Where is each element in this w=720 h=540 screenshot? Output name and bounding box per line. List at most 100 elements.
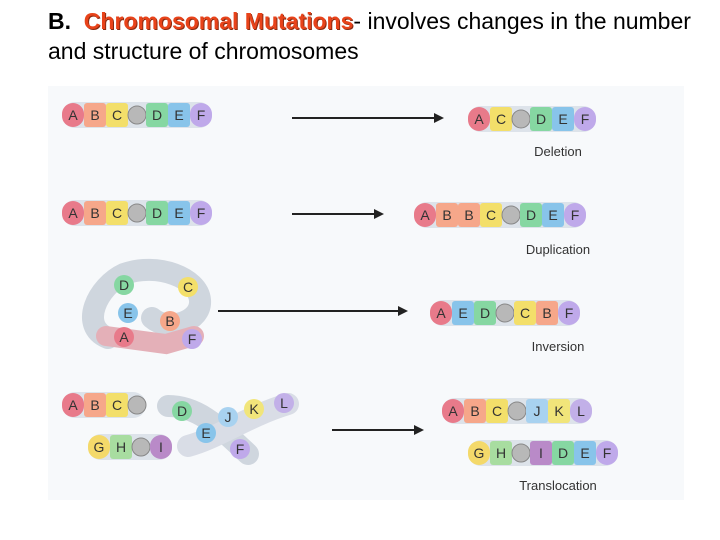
deletion-after-gene-e xyxy=(552,107,574,131)
translocation-caption: Translocation xyxy=(519,478,597,493)
translocation-after-bottom-gene-label: I xyxy=(539,445,543,461)
translocation-cross-label: J xyxy=(225,409,232,425)
translocation-before-top-gene-label: C xyxy=(112,397,122,413)
inversion-loop xyxy=(82,258,211,349)
inversion-after-gene-label: A xyxy=(436,305,446,321)
deletion-after-gene-label: E xyxy=(558,111,567,127)
translocation-after-top-gene-label: L xyxy=(577,403,585,419)
translocation-cross-gene-j xyxy=(218,407,238,427)
translocation-after-top-gene-l xyxy=(570,399,592,423)
translocation-after-top-gene-a xyxy=(442,399,464,423)
duplication-before-gene-b xyxy=(84,201,106,225)
deletion-arrow-head xyxy=(434,113,444,123)
translocation-after-top-gene-label: J xyxy=(534,403,541,419)
inversion-loop-label: C xyxy=(183,279,193,295)
duplication-before-gene-c xyxy=(106,201,128,225)
inversion-loop-gene-a xyxy=(114,327,134,347)
inversion-loop-gene-c xyxy=(178,277,198,297)
deletion-after-gene-c xyxy=(490,107,512,131)
inversion-loop-gene-b xyxy=(160,311,180,331)
deletion-after-gene-label: F xyxy=(581,111,590,127)
translocation-before-bottom-centromere xyxy=(131,437,151,457)
translocation-cross-label: D xyxy=(177,403,187,419)
duplication-before-centromere xyxy=(127,203,147,223)
duplication-after-gene-f xyxy=(564,203,586,227)
translocation-before-top-gene-label: B xyxy=(90,397,99,413)
deletion-before-gene-label: F xyxy=(197,107,206,123)
deletion-after-gene-f xyxy=(574,107,596,131)
translocation-before-bottom-gene-i xyxy=(150,435,172,459)
translocation-after-top-gene-label: C xyxy=(492,403,502,419)
translocation-after-top-gene-k xyxy=(548,399,570,423)
translocation-after-bottom-centromere xyxy=(511,443,531,463)
translocation-cross-gene-d xyxy=(172,401,192,421)
duplication-after-gene-label: E xyxy=(548,207,557,223)
deletion-after-gene-label: C xyxy=(496,111,506,127)
inversion-loop-label: F xyxy=(188,331,197,347)
inversion-after-gene-b xyxy=(536,301,558,325)
translocation-cross-label: L xyxy=(280,395,288,411)
inversion-after-gene-d xyxy=(474,301,496,325)
duplication-after-gene-label: B xyxy=(442,207,451,223)
translocation-after-top-gene-c xyxy=(486,399,508,423)
deletion-before-centromere xyxy=(127,105,147,125)
deletion-before-gene-label: A xyxy=(68,107,78,123)
duplication-after-gene-b xyxy=(436,203,458,227)
inversion-after-gene-e xyxy=(452,301,474,325)
deletion-caption: Deletion xyxy=(534,144,582,159)
translocation-before-bottom-gene-g xyxy=(88,435,110,459)
duplication-after-gene-label: C xyxy=(486,207,496,223)
deletion-before-gene-label: C xyxy=(112,107,122,123)
translocation-after-bottom-gene-label: F xyxy=(603,445,612,461)
section-label: B. xyxy=(48,8,71,34)
duplication-before-gene-label: B xyxy=(90,205,99,221)
duplication-before-gene-label: D xyxy=(152,205,162,221)
title-rest: - involves changes in the number and str… xyxy=(48,8,691,64)
translocation-before-top-gene-label: A xyxy=(68,397,78,413)
inversion-after-gene-f xyxy=(558,301,580,325)
inversion-loop-label: B xyxy=(165,313,174,329)
translocation-after-bottom-gene-label: G xyxy=(474,445,485,461)
translocation-after-bottom-gene-d xyxy=(552,441,574,465)
translocation-before-top-gene-b xyxy=(84,393,106,417)
duplication-after-gene-label: F xyxy=(571,207,580,223)
translocation-after-top-centromere xyxy=(507,401,527,421)
translocation-after-bottom-gene-label: D xyxy=(558,445,568,461)
deletion-before-gene-d xyxy=(146,103,168,127)
translocation-after-bottom-gene-f xyxy=(596,441,618,465)
duplication-before-gene-a xyxy=(62,201,84,225)
translocation-cross-gene-f xyxy=(230,439,250,459)
inversion-loop-gene-e xyxy=(118,303,138,323)
translocation-before-top-gene-c xyxy=(106,393,128,417)
translocation-after-bottom-gene-label: E xyxy=(580,445,589,461)
translocation-after-top-gene-label: B xyxy=(470,403,479,419)
inversion-after-gene-label: D xyxy=(480,305,490,321)
duplication-before-gene-e xyxy=(168,201,190,225)
deletion-after-gene-label: D xyxy=(536,111,546,127)
translocation-cross-label: K xyxy=(249,401,259,417)
inversion-loop-label: D xyxy=(119,277,129,293)
duplication-before-gene-label: F xyxy=(197,205,206,221)
duplication-caption: Duplication xyxy=(526,242,590,257)
translocation-before-top-centromere xyxy=(127,395,147,415)
deletion-before-gene-label: D xyxy=(152,107,162,123)
translocation-after-top-gene-label: A xyxy=(448,403,458,419)
inversion-caption: Inversion xyxy=(532,339,585,354)
translocation-after-bottom-gene-label: H xyxy=(496,445,506,461)
duplication-after-gene-label: B xyxy=(464,207,473,223)
translocation-after-top-gene-b xyxy=(464,399,486,423)
deletion-after-gene-d xyxy=(530,107,552,131)
deletion-after-gene-label: A xyxy=(474,111,484,127)
translocation-before-bottom-gene-h xyxy=(110,435,132,459)
duplication-after-gene-label: D xyxy=(526,207,536,223)
translocation-before-top-gene-a xyxy=(62,393,84,417)
deletion-before-gene-f xyxy=(190,103,212,127)
inversion-loop-label: A xyxy=(119,329,129,345)
duplication-after-gene-label: A xyxy=(420,207,430,223)
inversion-loop-label: E xyxy=(123,305,132,321)
inversion-after-gene-c xyxy=(514,301,536,325)
duplication-before-gene-label: E xyxy=(174,205,183,221)
duplication-after-gene-e xyxy=(542,203,564,227)
